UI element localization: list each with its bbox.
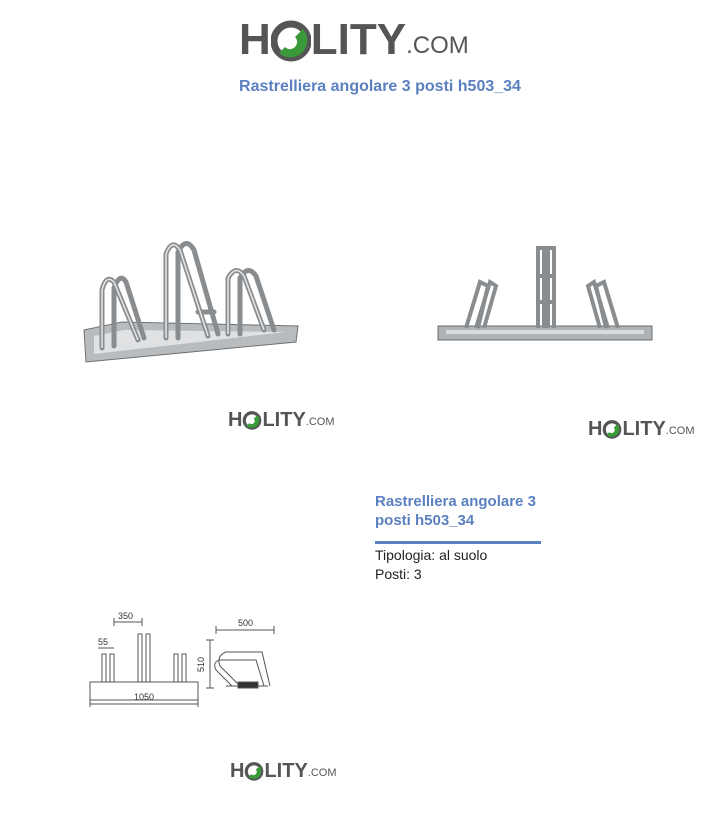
logo-domain: .COM [406, 32, 469, 59]
spec-places-value: 3 [413, 566, 422, 582]
page-title: Rastrelliera angolare 3 posti h503_34 [239, 78, 521, 95]
product-image-front [437, 246, 653, 341]
spec-type-label: Tipologia: [375, 547, 436, 563]
logo-o-icon [270, 20, 311, 62]
logo-letter-h: H [239, 15, 271, 64]
header-logo[interactable]: H LITY .COM [239, 12, 469, 62]
dim-side-top-label: 500 [238, 618, 253, 628]
product-title: Rastrelliera angolare 3 posti h503_34 [375, 493, 536, 529]
logo-word: LITY [622, 418, 666, 440]
dim-bottom-label: 1050 [134, 692, 154, 702]
logo-o-icon [243, 411, 262, 430]
logo-word: LITY [264, 760, 308, 782]
spec-places: Posti: 3 [375, 566, 422, 582]
technical-drawing: 350 55 1050 500 510 [89, 611, 275, 707]
dim-side-left-label: 510 [196, 657, 206, 672]
image-logo-2: H LITY .COM [588, 415, 695, 439]
dim-top-label: 350 [118, 611, 133, 621]
image-logo-1: H LITY .COM [228, 406, 335, 430]
spec-type-value: al suolo [439, 547, 488, 563]
logo-o-icon [603, 420, 622, 439]
spec-type: Tipologia: al suolo [375, 547, 487, 563]
product-image-perspective [83, 241, 299, 363]
logo-domain: .COM [665, 425, 695, 437]
logo-domain: .COM [305, 416, 335, 428]
image-logo-3: H LITY .COM [230, 757, 337, 781]
logo-letter-h: H [228, 409, 243, 431]
logo-letter-h: H [588, 418, 603, 440]
logo-letter-h: H [230, 760, 245, 782]
logo-o-icon [245, 762, 264, 781]
logo-word: LITY [310, 15, 407, 64]
dim-left-label: 55 [98, 637, 108, 647]
title-divider [375, 541, 541, 544]
spec-places-label: Posti: [375, 566, 411, 582]
logo-domain: .COM [307, 767, 337, 779]
logo-word: LITY [262, 409, 306, 431]
